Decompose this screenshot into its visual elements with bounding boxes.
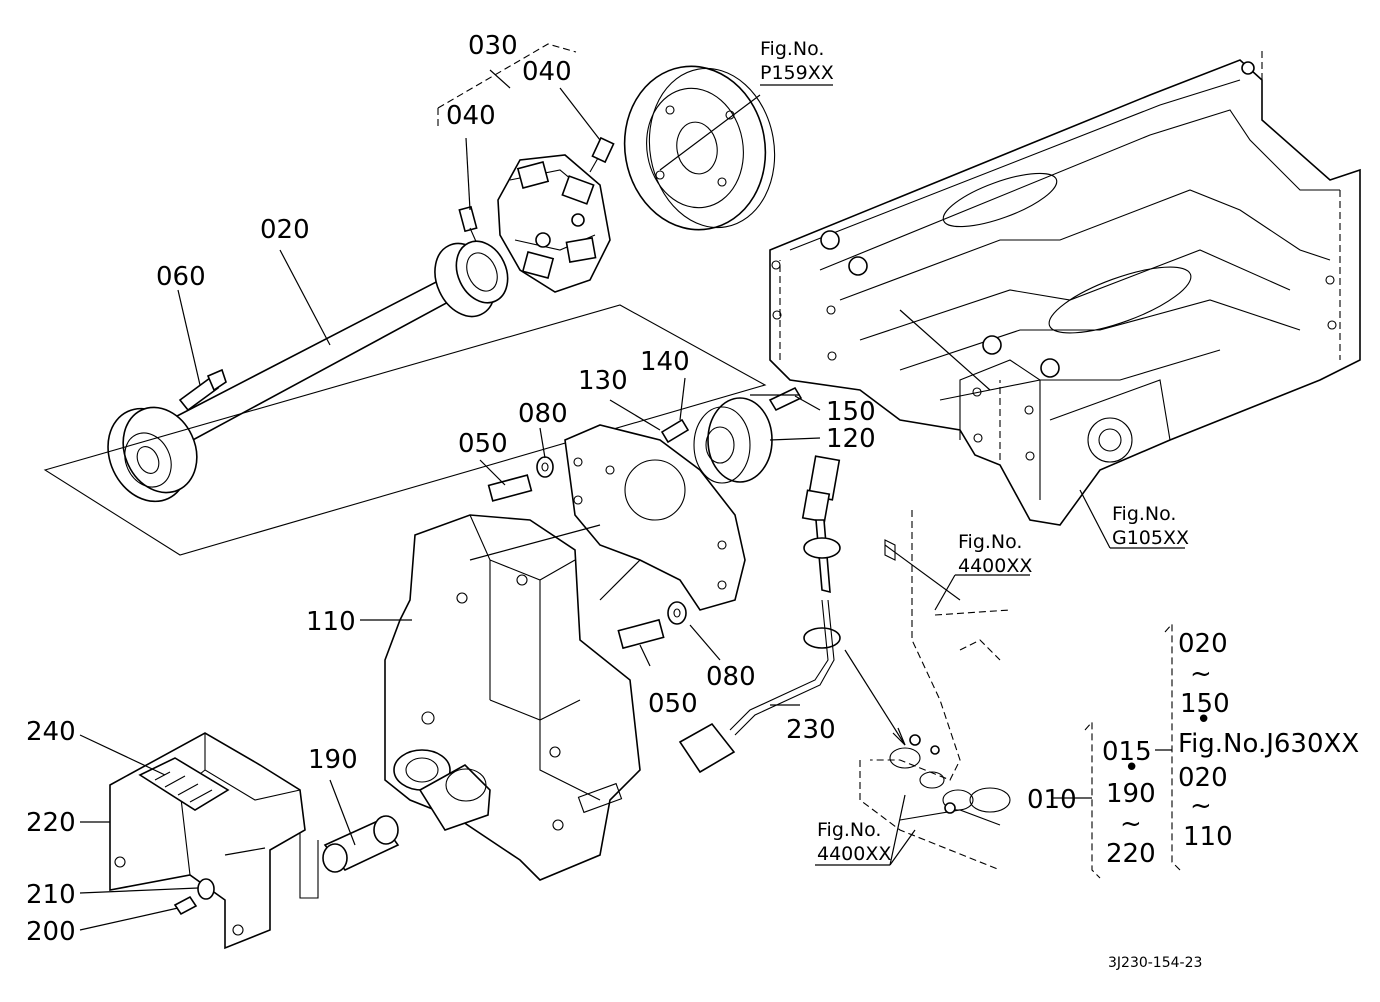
bracket-figref-j630: Fig.No.J630XX	[1178, 729, 1359, 759]
bracket-dot-1: •	[1124, 753, 1139, 783]
label-120: 120	[826, 424, 876, 454]
label-050-upper: 050	[458, 429, 508, 459]
bracket-110: 110	[1183, 822, 1233, 852]
bolt-050-lower	[617, 618, 665, 650]
filter-bracket-line	[299, 830, 319, 899]
leader-lines	[79, 43, 1185, 931]
bracket-015: 015	[1102, 737, 1152, 767]
pulley	[623, 65, 776, 231]
label-050-lower: 050	[648, 689, 698, 719]
bracket-010: 010	[1027, 785, 1077, 815]
warning-label	[138, 757, 230, 811]
bracket-020-a: 020	[1178, 629, 1228, 659]
diagram-code: 3J230-154-23	[1108, 955, 1202, 971]
label-060: 060	[156, 262, 206, 292]
label-030: 030	[468, 31, 518, 61]
bolt-040-left	[458, 205, 479, 247]
label-210: 210	[26, 880, 76, 910]
bolt-050-upper	[487, 474, 533, 502]
gear-case	[384, 514, 641, 881]
label-140: 140	[640, 347, 690, 377]
figref-4400b-bottom: 4400XX	[817, 843, 891, 865]
label-150: 150	[826, 397, 876, 427]
figref-g105-bottom: G105XX	[1112, 527, 1189, 549]
label-130: 130	[578, 366, 628, 396]
label-110: 110	[306, 607, 356, 637]
bolt-200	[173, 895, 198, 916]
adapter-plate	[564, 424, 746, 611]
bolt-060	[178, 368, 227, 412]
shaft-group-outline	[43, 304, 767, 556]
bracket-220: 220	[1106, 839, 1156, 869]
bracket-tilde-1: ~	[1120, 809, 1142, 839]
coupling	[497, 154, 611, 293]
figref-p159-bottom: P159XX	[760, 62, 834, 84]
bolt-040-right	[589, 136, 615, 173]
cover	[109, 732, 306, 950]
figref-g105-top: Fig.No.	[1112, 503, 1176, 525]
figref-4400b-top: Fig.No.	[817, 819, 881, 841]
frame-sketch	[844, 510, 1011, 871]
bracket-150: 150	[1180, 689, 1230, 719]
bracket-tilde-2: ~	[1190, 659, 1212, 689]
bolt-150	[768, 386, 803, 412]
label-040-left: 040	[446, 101, 496, 131]
figref-4400a-top: Fig.No.	[958, 531, 1022, 553]
label-080-lower: 080	[706, 662, 756, 692]
washer-080-upper	[536, 456, 554, 478]
bearing-housing	[693, 397, 773, 484]
bracket-dot-2: •	[1196, 705, 1211, 735]
washer-210	[197, 878, 215, 900]
drive-shaft	[107, 240, 509, 503]
label-040-right: 040	[522, 57, 572, 87]
label-230: 230	[786, 715, 836, 745]
label-200: 200	[26, 917, 76, 947]
label-080-upper: 080	[518, 399, 568, 429]
label-190: 190	[308, 745, 358, 775]
bolt-140	[660, 418, 690, 444]
label-240: 240	[26, 717, 76, 747]
wire-harness	[678, 455, 841, 774]
transmission-housing	[769, 50, 1361, 526]
assembly-bracket: 010 015 • 190 ~ 220 020 ~ 150 • Fig.No.J…	[1027, 622, 1359, 879]
bracket-tilde-3: ~	[1190, 791, 1212, 821]
bracket-020-b: 020	[1178, 763, 1228, 793]
washer-080-lower	[667, 601, 687, 625]
figref-4400a-bottom: 4400XX	[958, 555, 1032, 577]
bracket-190: 190	[1106, 779, 1156, 809]
figref-p159-top: Fig.No.	[760, 38, 824, 60]
label-020: 020	[260, 215, 310, 245]
label-220: 220	[26, 808, 76, 838]
filter-element	[322, 815, 400, 873]
